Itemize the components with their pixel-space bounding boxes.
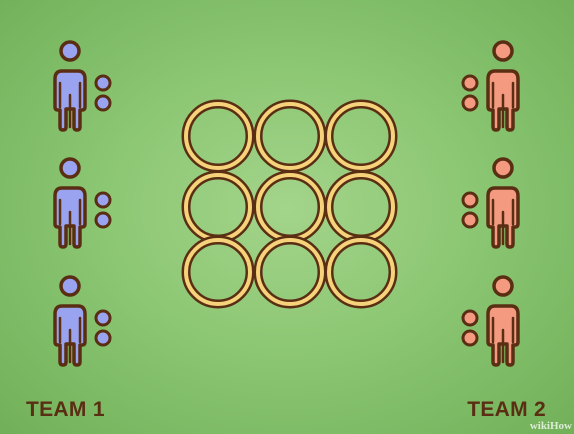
ball-icon	[94, 94, 112, 112]
ball-icon	[461, 211, 479, 229]
hoop-ring-icon	[253, 235, 327, 309]
ball-icon	[461, 74, 479, 92]
hoop-ring-icon	[181, 235, 255, 309]
team-2-player	[461, 157, 520, 249]
ball-icon	[94, 329, 112, 347]
ball-icon	[461, 309, 479, 327]
team-2-label: TEAM 2	[467, 398, 546, 421]
person-outline-detail	[491, 198, 515, 246]
person-outline-detail	[491, 81, 515, 129]
team-1-player	[53, 275, 112, 367]
hoop-ring-icon	[324, 170, 398, 244]
ball-icon	[461, 191, 479, 209]
person-head-icon	[59, 275, 81, 297]
hoop-ring-icon	[253, 170, 327, 244]
ball-icon	[461, 329, 479, 347]
person-head-icon	[492, 40, 514, 62]
hoop-ring-icon	[181, 170, 255, 244]
hoop-ring-icon	[324, 235, 398, 309]
hoop-ring-icon	[253, 99, 327, 173]
person-head-icon	[492, 157, 514, 179]
person-head-icon	[59, 157, 81, 179]
hoop-ring-icon	[324, 99, 398, 173]
person-outline-detail	[58, 81, 82, 129]
person-head-icon	[59, 40, 81, 62]
person-outline-detail	[58, 316, 82, 364]
hoop-grid	[181, 99, 398, 309]
team-1-player	[53, 40, 112, 132]
ball-icon	[461, 94, 479, 112]
ball-icon	[94, 309, 112, 327]
watermark: wikiHow	[529, 420, 572, 432]
ball-icon	[94, 191, 112, 209]
person-head-icon	[492, 275, 514, 297]
hoop-ring-icon	[181, 99, 255, 173]
team-2-player	[461, 275, 520, 367]
team-1-label: TEAM 1	[26, 398, 105, 421]
person-outline-detail	[491, 316, 515, 364]
ball-icon	[94, 211, 112, 229]
team-1-players	[53, 40, 112, 367]
team-2-players	[461, 40, 520, 367]
ball-icon	[94, 74, 112, 92]
person-outline-detail	[58, 198, 82, 246]
team-1-player	[53, 157, 112, 249]
team-2-player	[461, 40, 520, 132]
